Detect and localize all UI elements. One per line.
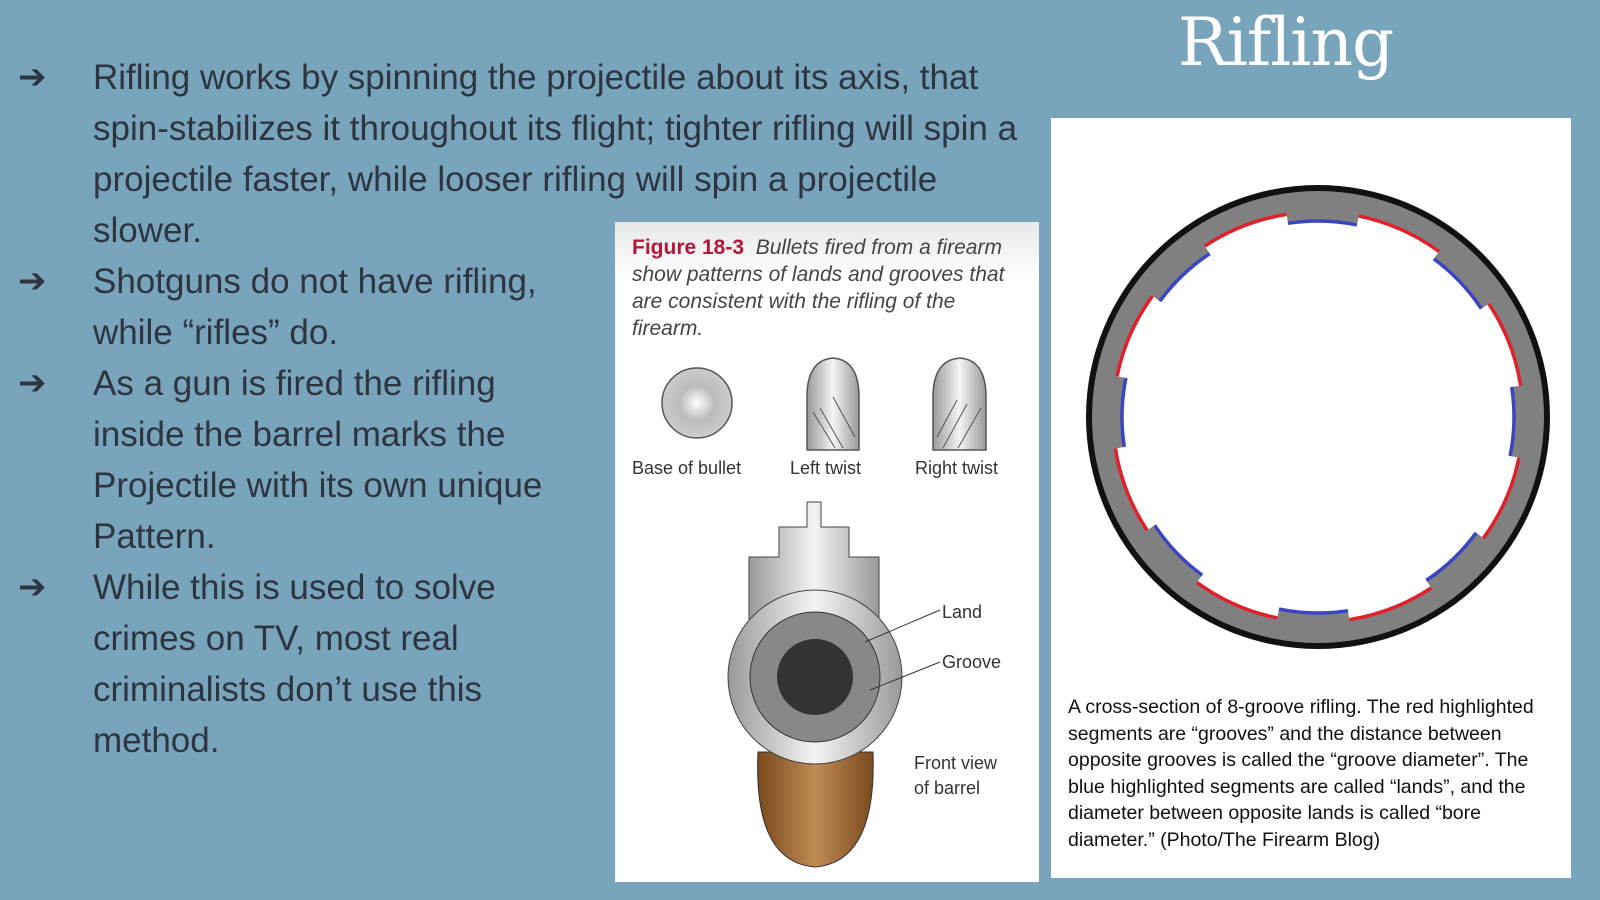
groove-segment — [1487, 302, 1523, 386]
bullet-item: ➔Shotguns do not have rifling, while “ri… — [18, 256, 1028, 358]
bullet-illustrations — [661, 357, 987, 868]
land-label: Land — [942, 602, 983, 622]
bullet-item: ➔While this is used to solve crimes on T… — [18, 562, 1028, 766]
slide-title: Rifling — [1178, 4, 1394, 81]
arrow-icon: ➔ — [18, 363, 47, 403]
groove-segment — [1195, 580, 1278, 620]
land-segment — [1120, 377, 1128, 448]
groove-segment — [1358, 214, 1441, 254]
land-segment — [1278, 607, 1349, 615]
bullet-list: ➔Rifling works by spinning the projectil… — [18, 52, 1028, 892]
left-twist-label: Left twist — [790, 458, 862, 478]
rifling-ring-diagram — [1086, 185, 1550, 649]
groove-segment — [1115, 294, 1155, 377]
land-segment — [1287, 219, 1358, 227]
rifling-cross-section-photo: A cross-section of 8-groove rifling. The… — [1051, 118, 1571, 878]
land-segment — [1432, 257, 1483, 310]
groove-segment — [1481, 457, 1521, 540]
bore-interior — [1115, 214, 1521, 620]
arrow-icon: ➔ — [18, 57, 47, 97]
front-view-label: Front view — [914, 753, 998, 773]
base-of-bullet-label: Base of bullet — [632, 458, 742, 478]
groove-label: Groove — [942, 652, 1002, 672]
groove-segment — [1203, 212, 1287, 248]
arrow-icon: ➔ — [18, 261, 47, 301]
land-segment — [1153, 524, 1204, 577]
arrow-icon: ➔ — [18, 567, 47, 607]
land-segment — [1425, 531, 1478, 582]
left-twist-bullet-icon — [806, 357, 860, 451]
land-segment — [1158, 252, 1211, 303]
bullet-base-icon — [661, 367, 733, 439]
right-twist-bullet-icon — [932, 357, 987, 451]
figure-18-3: Figure 18-3 Bullets fired from a firearm… — [615, 222, 1039, 882]
barrel-front-view-icon — [727, 501, 941, 868]
bullet-item: ➔Rifling works by spinning the projectil… — [18, 52, 1028, 256]
land-segment — [1508, 386, 1516, 457]
of-barrel-label: of barrel — [914, 778, 981, 798]
photo-caption: A cross-section of 8-groove rifling. The… — [1068, 696, 1534, 851]
figure-caption: Figure 18-3 Bullets fired from a firearm… — [632, 236, 1005, 340]
bullet-item: ➔As a gun is fired the rifling inside th… — [18, 358, 1028, 562]
groove-segment — [1113, 448, 1149, 532]
right-twist-label: Right twist — [915, 458, 999, 478]
groove-segment — [1349, 586, 1433, 622]
